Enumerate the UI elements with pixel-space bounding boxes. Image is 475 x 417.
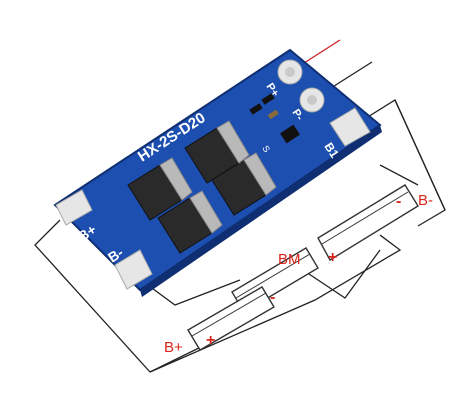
cell-middle-plus: + <box>328 249 337 266</box>
wire-right-top <box>379 164 419 186</box>
wire-outer-loop <box>149 234 402 373</box>
capacitor-c1 <box>267 109 279 120</box>
pad-b-plus <box>55 189 93 226</box>
label-bm: BM <box>278 251 301 268</box>
cell-top <box>317 184 419 261</box>
pcb-edge <box>140 125 382 297</box>
pcb-board: HX-2S-D20 B+ B- B1 P+ P- S <box>53 48 382 297</box>
smd-parts <box>249 93 300 144</box>
ic-u1 <box>280 124 300 144</box>
cell-bottom <box>187 286 275 351</box>
silk-part-s: S <box>260 144 272 154</box>
cell-inner-lines <box>191 191 409 337</box>
wire-bm <box>299 249 381 299</box>
wire-b-plus-loop <box>34 219 206 373</box>
cell-bottom-plus: + <box>206 332 215 349</box>
cell-symbols: - + - + <box>206 193 401 349</box>
resistor-r1 <box>261 93 275 105</box>
label-b-minus: B- <box>418 192 433 209</box>
pad-p-minus-hole <box>307 95 317 105</box>
mosfet-tabs <box>159 120 277 234</box>
battery-cells <box>187 184 419 351</box>
pad-b1 <box>329 107 371 147</box>
cell-middle-minus: - <box>270 289 275 306</box>
wire-right-bracket <box>394 99 446 211</box>
cell-top-minus: - <box>396 193 401 210</box>
label-b-plus: B+ <box>164 339 183 356</box>
resistor-r2 <box>249 103 263 115</box>
pad-b-minus <box>114 249 153 290</box>
pad-p-plus-hole <box>285 67 295 77</box>
